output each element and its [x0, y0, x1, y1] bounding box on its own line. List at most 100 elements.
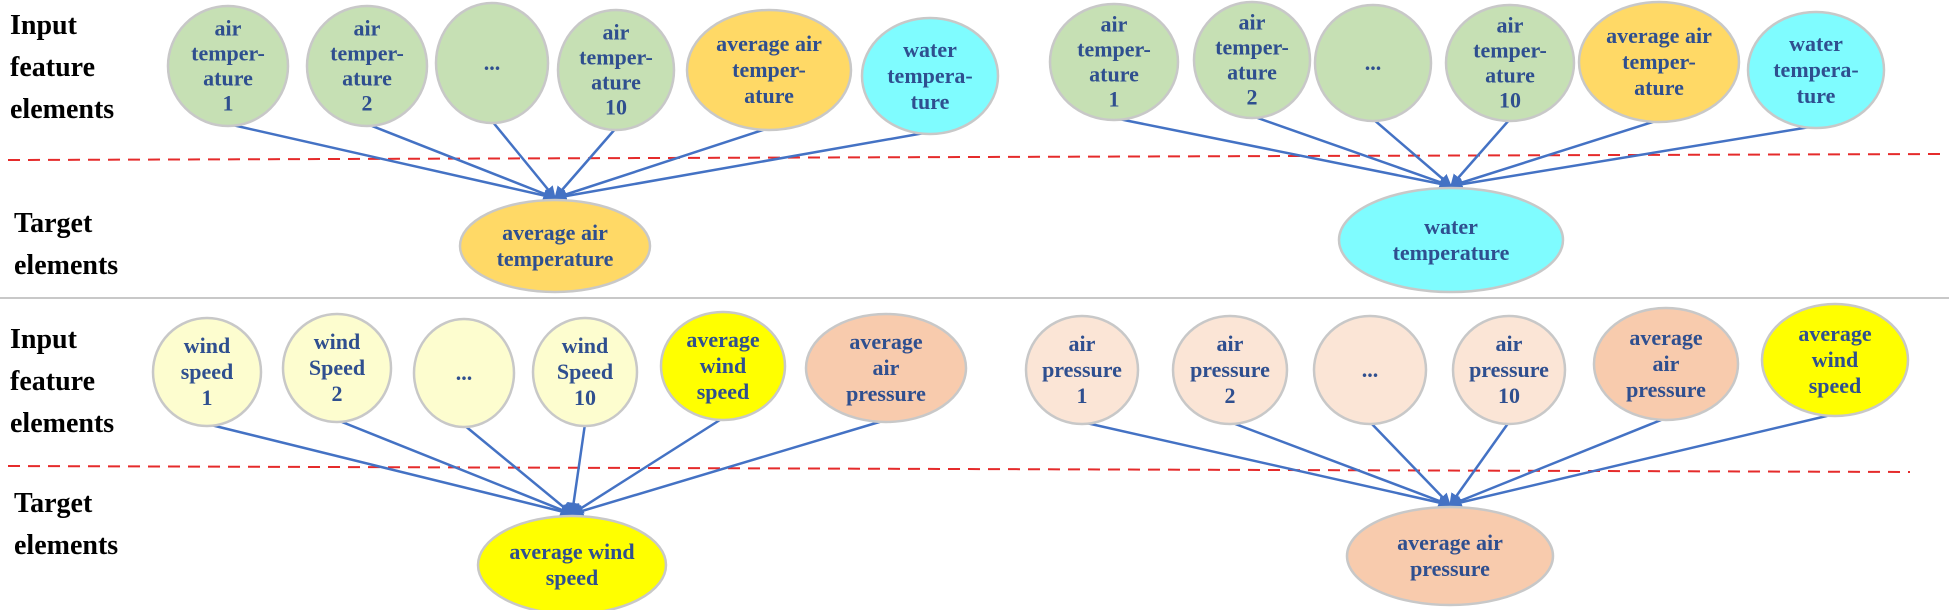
node-label-line: ...	[456, 360, 473, 385]
node-label-line: 2	[332, 381, 343, 406]
node-label-line: 10	[574, 385, 596, 410]
input-node-3-label: ...	[1362, 357, 1379, 382]
row-label-line: Input	[10, 324, 78, 355]
input-node-2-shape	[1171, 314, 1289, 426]
node-label-line: average air	[1397, 530, 1503, 555]
node-label-line: pressure	[1190, 357, 1270, 382]
row-label-line: elements	[10, 94, 114, 125]
node-label-line: temper-	[1077, 37, 1151, 62]
arrow-input-5-to-target	[553, 126, 770, 201]
input-node-1-shape	[1024, 314, 1140, 426]
arrow-input-5-to-target	[1449, 118, 1660, 189]
node-label-line: average	[1798, 321, 1872, 346]
input-node-3: ...	[434, 1, 550, 125]
input-node-1-shape	[1048, 2, 1180, 122]
input-node-3-shape	[434, 1, 550, 125]
node-label-line: 10	[1499, 88, 1521, 113]
node-label-line: tempera-	[887, 63, 973, 88]
input-node-5-shape	[1577, 0, 1741, 124]
node-label-line: ture	[1797, 83, 1836, 108]
arrow-input-2-to-target	[1229, 420, 1452, 507]
node-label-line: average wind	[509, 539, 634, 564]
node-label-line: pressure	[1626, 377, 1706, 402]
arrow-input-1-to-target	[227, 122, 557, 202]
node-label-line: pressure	[1410, 556, 1490, 581]
row-label-target-bottom: Target elements	[14, 488, 118, 561]
arrow-input-6-to-target	[570, 418, 887, 517]
node-label-line: average	[849, 329, 923, 354]
arrows	[206, 416, 887, 518]
input-node-3: ...	[1313, 3, 1433, 123]
node-label-line: air	[1101, 12, 1128, 37]
row-label-line: feature	[10, 366, 95, 397]
node-label-line: average	[686, 327, 760, 352]
arrow-input-5-to-target	[570, 416, 724, 516]
input-node-3-shape	[1312, 314, 1428, 426]
input-node-5-shape	[1592, 306, 1740, 422]
input-node-3-shape	[412, 317, 516, 429]
node-label-line: wind	[184, 333, 230, 358]
node-label-line: ...	[1365, 50, 1382, 75]
node-label-line: average air	[1606, 23, 1712, 48]
node-label-line: air	[1653, 351, 1680, 376]
arrow-input-4-to-target	[554, 127, 617, 199]
node-label-line: air	[1496, 331, 1523, 356]
node-label-line: speed	[1809, 373, 1862, 398]
arrow-input-6-to-target	[1448, 412, 1836, 509]
row-label-line: elements	[14, 530, 118, 561]
node-label-line: wind	[1812, 347, 1858, 372]
input-node-3-label: ...	[484, 50, 501, 75]
row-label-line: elements	[10, 408, 114, 439]
input-node-6-shape	[1760, 302, 1910, 418]
input-node-6-shape	[860, 16, 1000, 136]
input-node-4-shape	[531, 316, 639, 428]
input-node-5-shape	[685, 8, 853, 132]
input-node-2-shape	[1192, 0, 1312, 120]
node-label-line: temper-	[1473, 38, 1547, 63]
node-label-line: 2	[362, 91, 373, 116]
target-node-shape	[1337, 186, 1565, 294]
node-label-line: wind	[314, 329, 360, 354]
node-label-line: 1	[1109, 87, 1120, 112]
input-node-4-shape	[1444, 3, 1576, 123]
input-node-5-shape	[659, 310, 787, 422]
node-label-line: 10	[605, 95, 627, 120]
node-label-line: temper-	[1215, 35, 1289, 60]
node-label-line: pressure	[1469, 357, 1549, 382]
input-node-3: ...	[1312, 314, 1428, 426]
node-label-line: 1	[1077, 383, 1088, 408]
arrow-input-4-to-target	[1448, 421, 1511, 507]
node-label-line: ature	[1089, 62, 1139, 87]
dashed-divider-top	[7, 153, 1946, 161]
node-label-line: ature	[744, 83, 794, 108]
node-label-line: speed	[546, 565, 599, 590]
node-label-line: temper-	[191, 41, 265, 66]
arrows	[1081, 412, 1836, 509]
